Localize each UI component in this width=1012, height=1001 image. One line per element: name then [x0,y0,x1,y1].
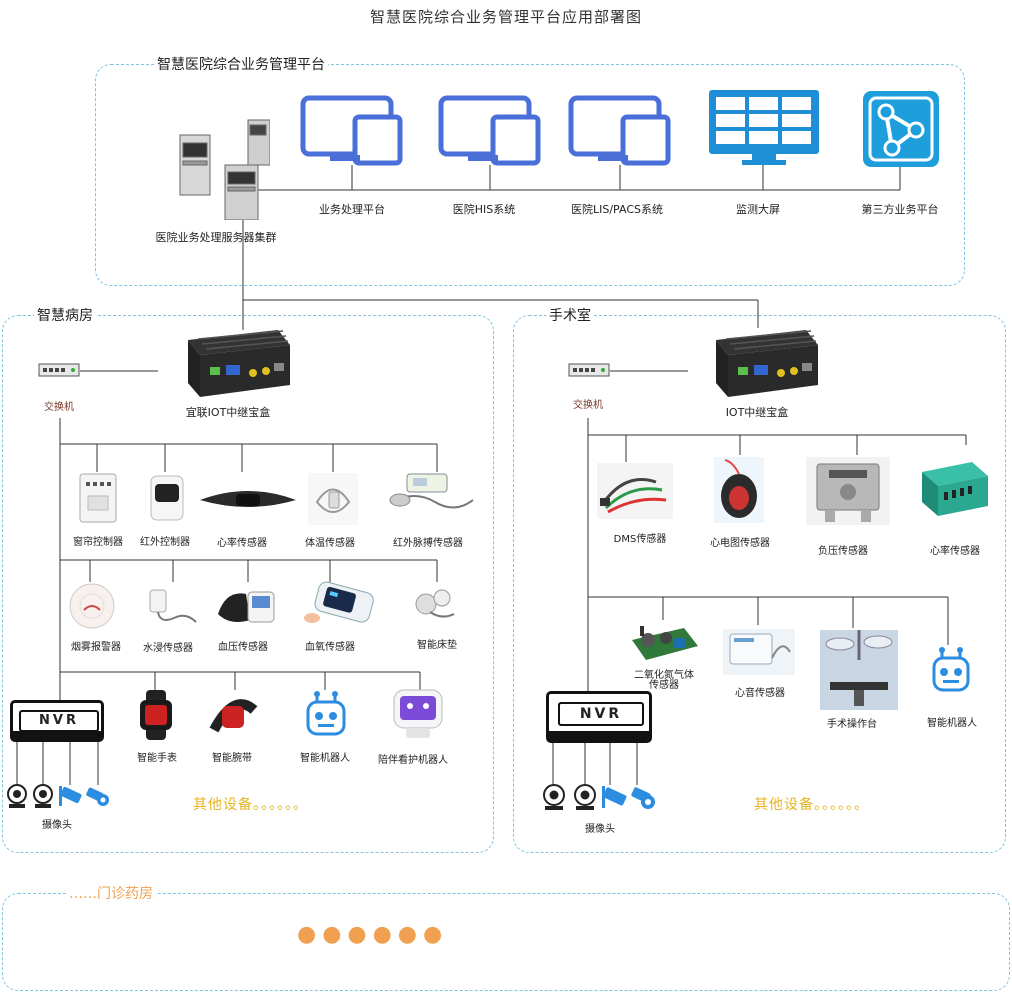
dome-camera-icon [7,784,27,808]
iot-gateway-icon [188,330,290,397]
device-label: 二氧化氮气体传感器 [634,670,694,691]
gas-sensor-icon [632,626,698,660]
blood-oxygen-sensor-icon [304,581,374,623]
switch-label: 交换机 [44,402,74,413]
device-label: 窗帘控制器 [73,537,123,548]
heart-sound-sensor-icon [723,629,795,675]
diagram-title: 智慧医院综合业务管理平台应用部署图 [369,8,642,26]
surgery-zone [513,315,1006,853]
nvr-label: NVR [19,710,99,732]
ecg-sensor-icon [714,457,764,523]
device-label: 红外控制器 [140,537,190,548]
device-label: 心电图传感器 [710,538,770,549]
device-label: 红外脉搏传感器 [393,538,463,549]
terminal-label: 监测大屏 [736,203,780,216]
iot-gateway-icon [716,330,818,397]
switch-icon [38,363,80,377]
smart-mattress-icon [415,589,455,618]
pharmacy-dots: ●●●●●● [297,922,449,947]
device-label: 智能机器人 [927,718,977,729]
device-label: 负压传感器 [818,546,868,557]
companion-robot-icon [393,689,443,738]
monitor-icon [300,95,403,166]
device-label: 体温传感器 [305,538,355,549]
other-devices-text: 其他设备。。。。。。 [193,797,308,813]
nvr-label: NVR [558,702,644,726]
device-label: 血氧传感器 [305,642,355,653]
curtain-controller-icon [79,473,117,523]
smoke-alarm-icon [69,583,115,629]
smart-watch-icon [140,690,172,740]
robot-icon [306,691,346,736]
blood-pressure-sensor-icon [218,591,275,623]
device-label: 智能床垫 [417,640,457,651]
monitor-icon [568,95,671,166]
nvr-device: NVR [546,691,652,743]
other-devices-text: 其他设备。。。。。。 [754,797,869,813]
server-cluster-icon [179,119,270,220]
gateway-label: IOT中继宝盒 [725,406,789,419]
server-cluster-label: 医院业务处理服务器集群 [155,231,277,244]
nvr-device: NVR [10,700,104,742]
device-label: 心率传感器 [217,538,267,549]
device-label: 智能机器人 [300,753,350,764]
surgery-zone-title: 手术室 [546,305,594,325]
terminal-label: 医院HIS系统 [452,203,516,216]
camera-label: 摄像头 [585,824,615,835]
terminal-label: 第三方业务平台 [861,203,939,216]
device-label: 智能手表 [137,753,177,764]
device-label: DMS传感器 [613,534,667,545]
switch-label: 交换机 [573,400,603,411]
terminal-label: 业务处理平台 [319,203,385,216]
negative-pressure-sensor-icon [806,457,890,525]
monitor-icon [438,95,541,166]
water-leak-sensor-icon [149,589,197,623]
device-label: 智能腕带 [212,753,252,764]
camera-group-icon [543,784,655,810]
camera-label: 摄像头 [42,820,72,831]
heart-rate-belt-icon [200,491,296,507]
infrared-controller-icon [150,475,184,521]
ward-zone-title: 智慧病房 [34,305,96,325]
operating-table-icon [820,630,898,710]
switch-icon [568,363,610,377]
pulse-sensor-icon [389,473,474,509]
share-icon [863,91,939,167]
terminal-label: 医院LIS/PACS系统 [571,203,663,216]
pharmacy-zone-title: ……门诊药房 [66,883,156,903]
device-label: 血压传感器 [218,642,268,653]
device-label: 心率传感器 [930,546,980,557]
device-label: 陪伴看护机器人 [378,755,448,766]
device-label: 烟雾报警器 [71,642,121,653]
dms-sensor-icon [597,463,673,519]
gateway-label: 宜联IOT中继宝盒 [185,406,271,419]
ward-zone [2,315,494,853]
video-wall-icon [709,90,819,165]
platform-zone-title: 智慧医院综合业务管理平台 [154,54,328,74]
device-label: 水浸传感器 [143,643,193,654]
heart-rate-sensor-icon [922,462,988,516]
robot-icon [932,647,970,692]
smart-wristband-icon [209,699,258,733]
thermometer-sensor-icon [308,473,358,525]
pharmacy-zone [2,893,1010,991]
device-label: 心音传感器 [735,688,785,699]
camera-group-icon [7,784,109,808]
device-label: 手术操作台 [827,719,877,730]
platform-zone [95,64,965,286]
